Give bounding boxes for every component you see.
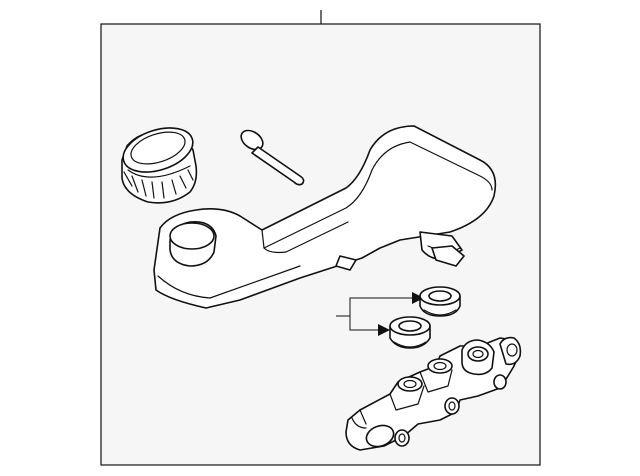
reservoir-grommet-upper[interactable] (419, 286, 461, 317)
fluid-reservoir[interactable] (153, 125, 497, 309)
grommet-callout (336, 292, 424, 336)
master-cylinder[interactable] (345, 336, 522, 451)
reservoir-grommet-lower[interactable] (389, 316, 431, 349)
level-sensor-rod[interactable] (238, 127, 305, 186)
reservoir-cap[interactable] (118, 120, 199, 204)
